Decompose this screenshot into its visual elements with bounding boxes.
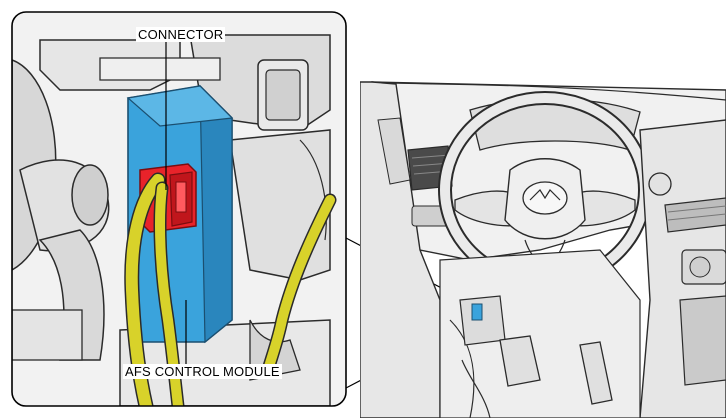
module-location-marker [471, 303, 483, 321]
afs-control-module-label: AFS CONTROL MODULE [123, 364, 282, 379]
accelerator-pedal [579, 341, 613, 405]
connector-label: CONNECTOR [136, 27, 226, 42]
inset-frame [11, 11, 347, 407]
car-interior [360, 81, 726, 418]
brake-pedal [499, 335, 541, 387]
detail-inset [12, 12, 346, 406]
